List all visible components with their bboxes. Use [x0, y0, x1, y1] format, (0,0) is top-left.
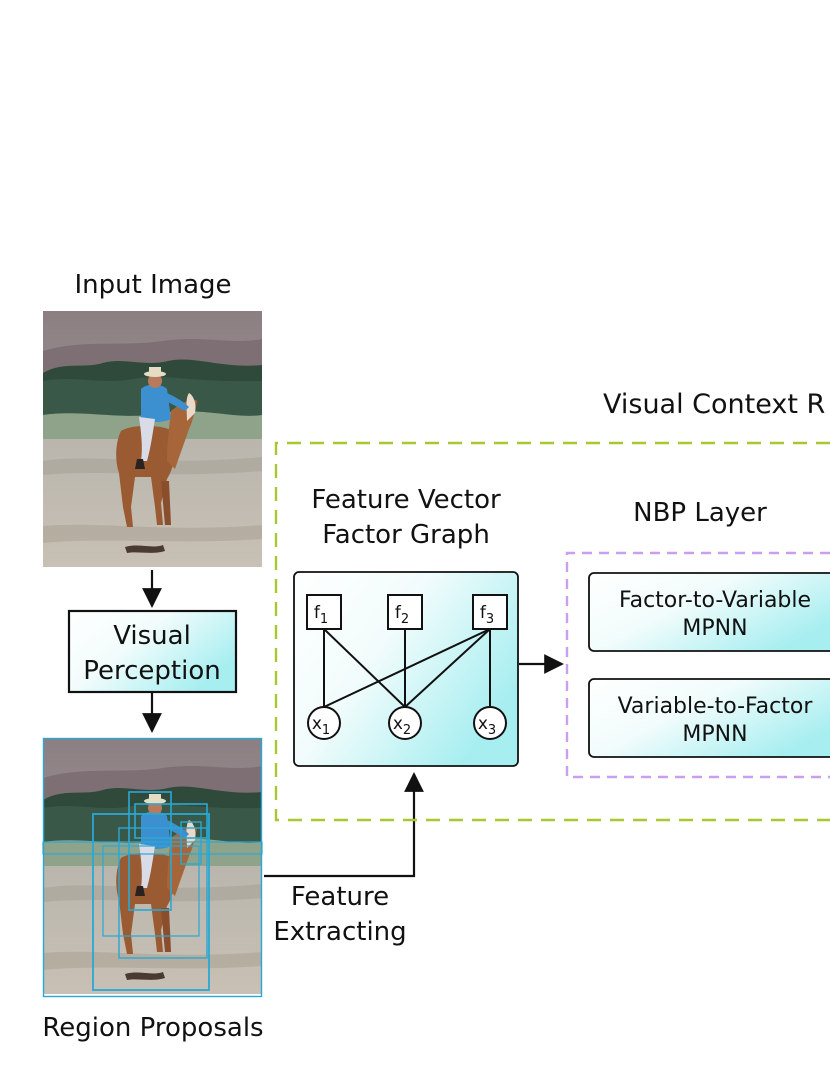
variable-node-x1 [307, 706, 341, 740]
variable-node-x2 [388, 706, 422, 740]
visual-perception-label-line2: Perception [83, 656, 220, 686]
variable-to-factor-label-line1: Variable-to-Factor [618, 694, 814, 719]
feature-vector-label-line2: Factor Graph [322, 520, 490, 550]
factor-to-variable-box [588, 572, 830, 652]
factor-node-f3 [472, 594, 508, 630]
proposal-box [42, 841, 263, 855]
visual-context-label: Visual Context R [603, 389, 825, 420]
nbp-layer-region [565, 551, 830, 779]
factor-node-f2 [387, 594, 423, 630]
variable-node-x3 [473, 706, 507, 740]
feature-extracting-label-line1: Feature [291, 882, 389, 912]
factor-graph-edge-f1-x2 [323, 628, 406, 708]
factor-node-f1 [306, 594, 342, 630]
proposal-box [102, 845, 200, 937]
proposal-box [118, 827, 208, 959]
proposal-box [180, 821, 202, 865]
nbp-layer-label: NBP Layer [633, 498, 767, 528]
feature-extracting-label-line2: Extracting [273, 917, 406, 947]
factor-to-variable-label-line1: Factor-to-Variable [619, 588, 811, 613]
feature-vector-label-line1: Feature Vector [311, 485, 501, 515]
visual-perception-label-line1: Visual [113, 621, 191, 651]
proposal-box [134, 803, 208, 839]
visual-perception-box [67, 609, 238, 694]
region-proposals-image [42, 737, 263, 998]
factor-graph-edge-f3-x1 [323, 628, 491, 708]
arrow-feature-extracting [264, 772, 424, 878]
proposal-box [92, 813, 210, 991]
variable-to-factor-label-line2: MPNN [682, 722, 747, 747]
input-image [43, 311, 262, 567]
factor-to-variable-label-line2: MPNN [682, 616, 747, 641]
proposal-box [42, 737, 263, 998]
region-proposals-label: Region Proposals [42, 1013, 263, 1043]
visual-context-region [274, 441, 830, 822]
factor-graph-edge-f3-x2 [404, 628, 491, 708]
proposal-box [128, 791, 172, 911]
input-image-label: Input Image [74, 270, 231, 300]
variable-to-factor-box [588, 678, 830, 758]
